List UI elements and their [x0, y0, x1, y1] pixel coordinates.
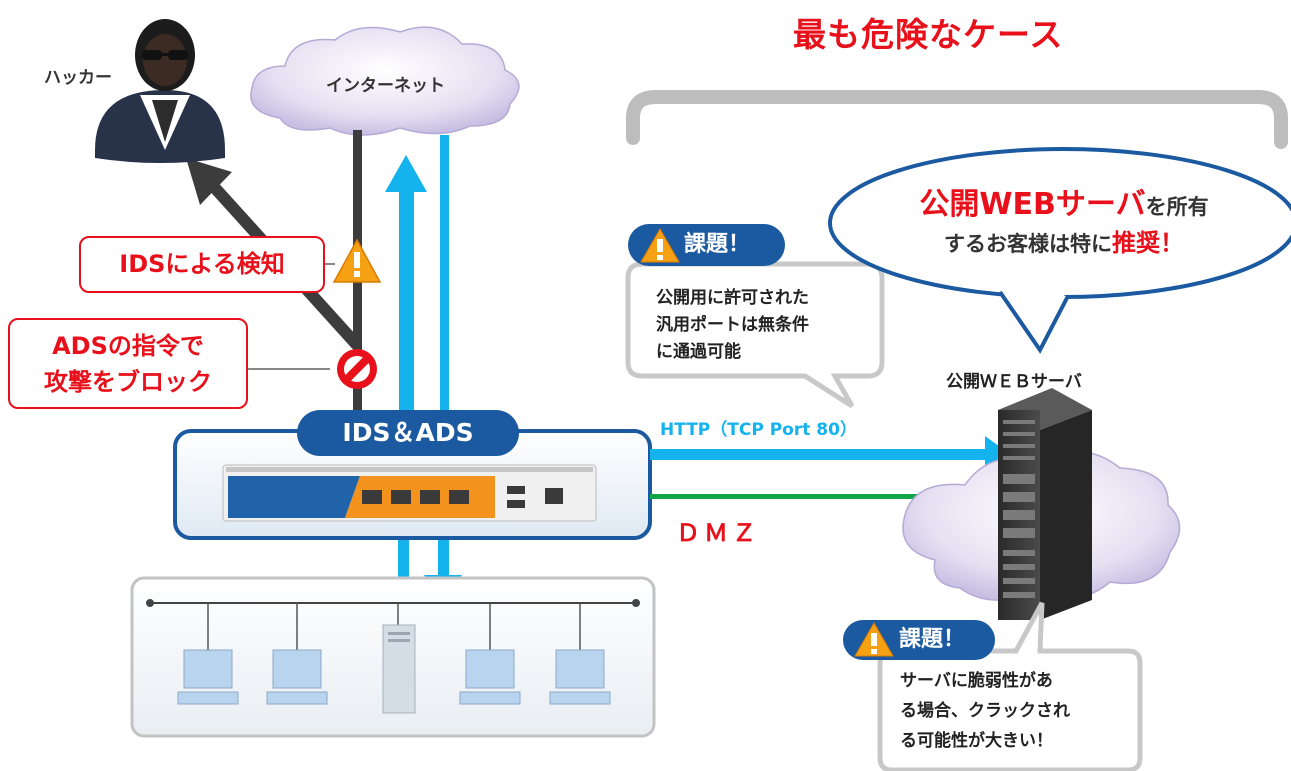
lan-up-line — [398, 538, 409, 604]
bubble-line-1: 公開WEBサーバを所有 — [880, 185, 1248, 227]
device-label: IDS＆ADS — [297, 410, 519, 456]
block-icon — [337, 349, 377, 389]
issue-top-callout — [625, 261, 885, 409]
bubble-line-2-start: するお客様は特に — [944, 232, 1112, 256]
bubble-text: 公開WEBサーバを所有 するお客様は特に推奨！ — [880, 185, 1248, 260]
internet-cloud — [250, 26, 520, 136]
http-arrow — [650, 436, 1010, 472]
recommend-bubble — [828, 147, 1291, 354]
page-title: 最も危険なケース — [793, 15, 1064, 54]
bubble-line-2-red: 推奨！ — [1112, 229, 1184, 257]
issue-bottom-line-2: る場合、クラックされ — [900, 701, 1070, 721]
device-label-text: IDS＆ADS — [342, 418, 474, 447]
hacker-avatar — [95, 19, 225, 163]
ids-connector — [325, 263, 335, 265]
warning-icon — [640, 228, 680, 263]
dmz-line — [650, 494, 940, 499]
bubble-line-2: するお客様は特に推奨！ — [880, 227, 1248, 260]
ads-block-label: ADSの指令で 攻撃をブロック — [8, 318, 248, 409]
lan-panel — [130, 576, 656, 738]
ads-block-line-1: ADSの指令で — [52, 332, 204, 360]
warning-icon — [332, 238, 382, 283]
internet-label: インターネット — [326, 76, 445, 96]
issue-top-line-2: 汎用ポートは無条件 — [656, 315, 809, 335]
ids-detection-text: IDSによる検知 — [119, 250, 285, 278]
issue-bottom-line-3: る可能性が大きい！ — [900, 731, 1053, 751]
server-label: 公開ＷＥＢサーバ — [946, 372, 1082, 392]
issue-tag-top-text: 課題！ — [684, 232, 751, 257]
ids-detection-label: IDSによる検知 — [79, 236, 325, 293]
hacker-label: ハッカー — [44, 68, 112, 88]
upload-arrow — [385, 155, 427, 435]
warning-icon — [854, 622, 894, 657]
server-rack-icon — [998, 388, 1092, 620]
issue-bottom-text: サーバに脆弱性があ る場合、クラックされ る可能性が大きい！ — [900, 666, 1070, 756]
issue-bottom-line-1: サーバに脆弱性があ — [900, 671, 1053, 691]
dmz-label: ＤＭＺ — [676, 519, 760, 547]
issue-tag-bottom-text: 課題！ — [899, 627, 966, 652]
ids-ads-device — [173, 429, 652, 540]
issue-top-line-3: に通過可能 — [656, 342, 741, 362]
issue-top-text: 公開用に許可された 汎用ポートは無条件 に通過可能 — [656, 285, 809, 366]
internet-down-line — [440, 135, 449, 435]
server-icon — [382, 624, 416, 714]
pc-icon — [177, 649, 611, 705]
http-label: HTTP（TCP Port 80） — [660, 420, 857, 440]
bubble-line-1-rest: を所有 — [1145, 195, 1209, 219]
issue-top-line-1: 公開用に許可された — [656, 288, 809, 308]
title-bracket — [626, 90, 1288, 149]
ads-block-line-2: 攻撃をブロック — [44, 368, 212, 396]
bubble-line-1-red: 公開WEBサーバ — [919, 187, 1146, 222]
